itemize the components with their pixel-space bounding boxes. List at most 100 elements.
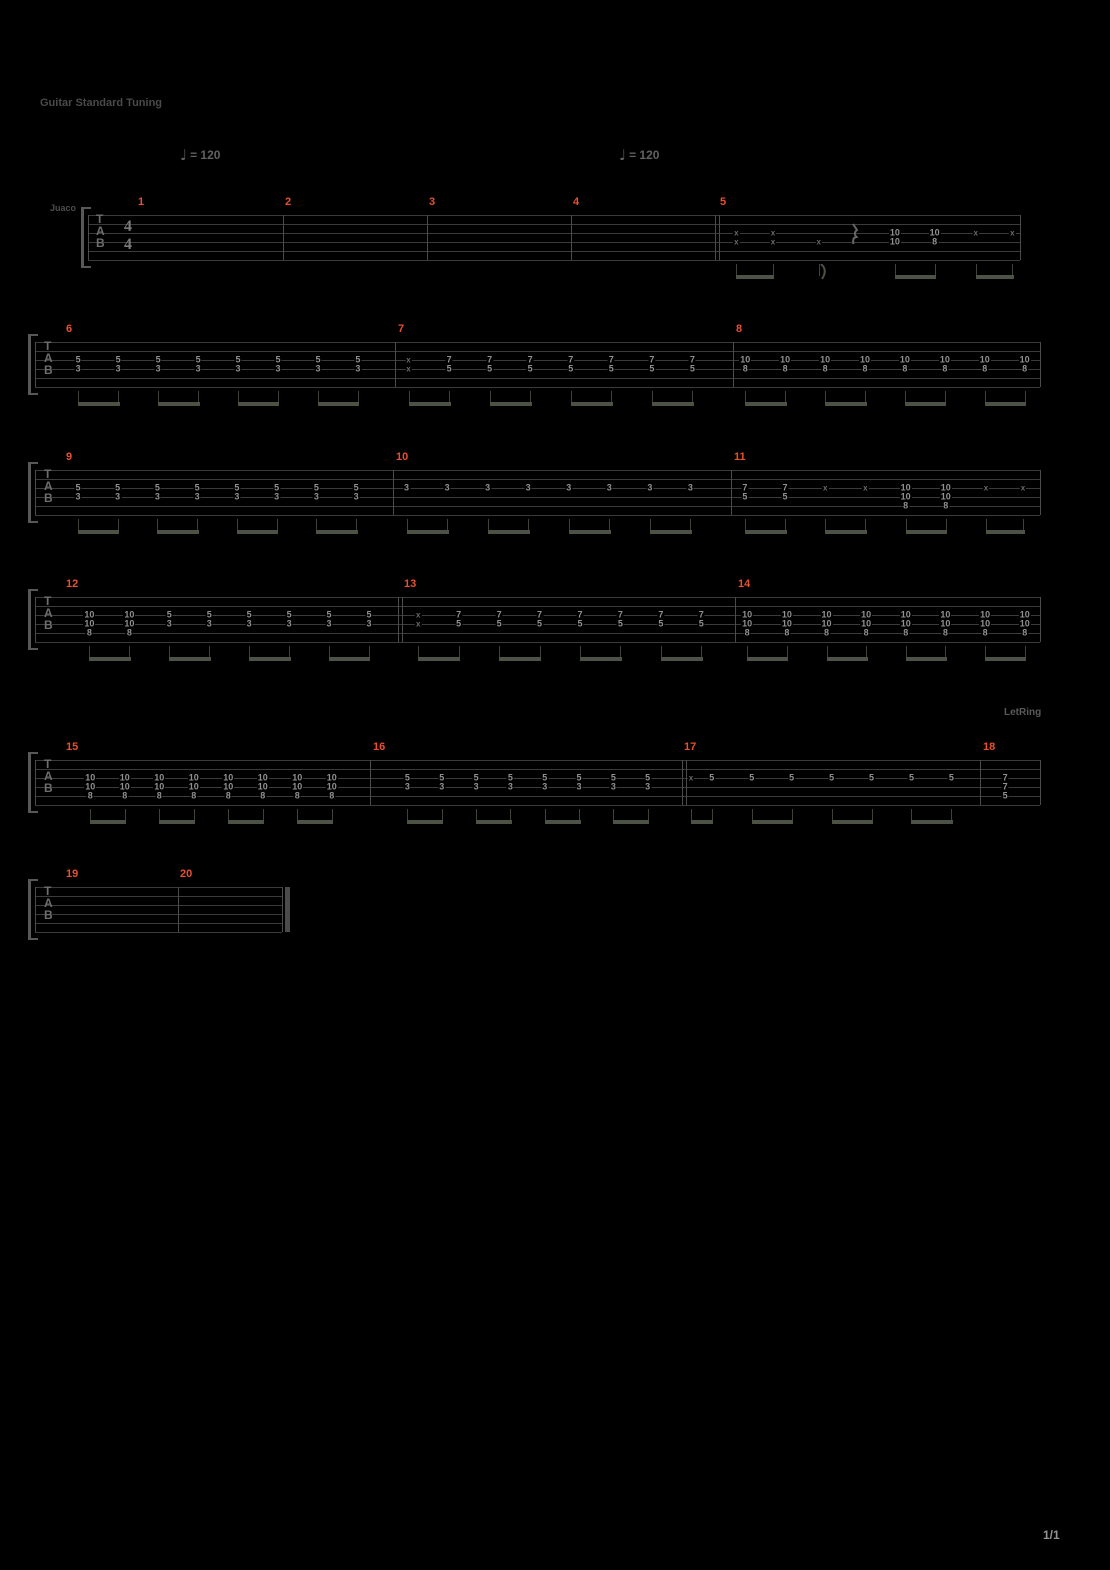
fret-number: 8 [861, 363, 869, 374]
barline [682, 760, 683, 805]
fret-number: 8 [821, 363, 829, 374]
note-stem [785, 391, 787, 403]
fret-number: 3 [193, 491, 201, 502]
fret-number: x [733, 237, 740, 247]
staff-line [35, 914, 282, 915]
fret-number: 5 [314, 354, 322, 365]
note-stem [262, 809, 264, 821]
note-stem [611, 391, 613, 403]
fret-number: 5 [648, 363, 656, 374]
staff-line [35, 378, 1040, 379]
note-stem [747, 646, 749, 658]
note-stem [701, 646, 703, 658]
fret-number: 3 [245, 618, 253, 629]
fret-number: 5 [114, 482, 122, 493]
fret-number: 10 [118, 781, 131, 792]
note-stem [157, 519, 159, 531]
fret-number: 10 [899, 618, 912, 629]
note-stem [951, 809, 953, 821]
tempo-value: = 120 [629, 148, 660, 162]
staff-line [35, 488, 1040, 489]
note-stem [894, 264, 896, 276]
fret-number: 8 [741, 363, 749, 374]
barline [393, 470, 394, 515]
fret-number: 3 [314, 363, 322, 374]
note-stem [539, 646, 541, 658]
fret-number: x [822, 483, 829, 493]
note-stem [945, 646, 947, 658]
note-stem [751, 809, 753, 821]
note-stem [904, 391, 906, 403]
fret-number: 7 [607, 354, 615, 365]
fret-number: 8 [862, 627, 870, 638]
staff-line [35, 887, 282, 888]
beam [228, 820, 265, 824]
tab-clef-letter: B [44, 491, 53, 505]
fret-number: 5 [828, 772, 836, 783]
fret-number: x [414, 619, 422, 629]
barline [178, 887, 179, 932]
beam [487, 530, 530, 534]
fret-number: 5 [245, 609, 253, 620]
staff-line [88, 233, 1020, 234]
fret-number: 7 [648, 354, 656, 365]
fret-number: 3 [234, 363, 242, 374]
fret-number: 10 [888, 227, 901, 238]
fret-number: 10 [928, 227, 941, 238]
staff-line [35, 597, 1040, 598]
note-stem [613, 809, 615, 821]
fret-number: 5 [495, 618, 503, 629]
note-stem [528, 519, 530, 531]
measure-number: 13 [404, 578, 417, 590]
staff-line [35, 923, 282, 924]
note-stem [487, 519, 489, 531]
fret-number: 10 [84, 772, 97, 783]
fret-number: 10 [1018, 354, 1031, 365]
note-stem [159, 809, 161, 821]
fret-number: 3 [575, 781, 583, 792]
barline [35, 342, 36, 387]
fret-number: 5 [312, 482, 320, 493]
staff-line [88, 215, 1020, 216]
measure-number: 4 [573, 196, 580, 208]
fret-number: 7 [741, 482, 749, 493]
fret-number: 8 [743, 627, 751, 638]
note-stem [441, 809, 443, 821]
note-stem [289, 646, 291, 658]
note-stem [118, 391, 120, 403]
measure-number: 16 [373, 741, 386, 753]
fret-number: 5 [445, 363, 453, 374]
barline [571, 215, 572, 260]
fret-number: 7 [567, 354, 575, 365]
note-stem [331, 809, 333, 821]
fret-number: 7 [616, 609, 624, 620]
fret-number: 3 [438, 781, 446, 792]
note-stem [568, 519, 570, 531]
fret-number: 10 [820, 618, 833, 629]
beam [985, 530, 1025, 534]
measure-number: 2 [285, 196, 292, 208]
note-stem [826, 646, 828, 658]
system-bracket [81, 209, 84, 266]
measure-number: 1 [138, 196, 145, 208]
fret-number: 8 [781, 363, 789, 374]
barline [427, 215, 428, 260]
tab-clef-letter: A [44, 606, 53, 620]
fret-number: 7 [697, 609, 705, 620]
barline [1040, 597, 1041, 642]
staff-line [35, 642, 1040, 643]
note-stem [736, 264, 738, 276]
note-stem [934, 264, 936, 276]
tab-clef-letter: B [44, 363, 53, 377]
note-stem [866, 646, 868, 658]
fret-number: 8 [259, 790, 267, 801]
beam [418, 657, 461, 661]
fret-number: 3 [352, 491, 360, 502]
fret-number: 10 [1018, 618, 1031, 629]
fret-number: 5 [541, 772, 549, 783]
measure-number: 7 [398, 323, 405, 335]
system-bracket [28, 464, 31, 521]
fret-number: 7 [781, 482, 789, 493]
fret-number: 3 [605, 482, 613, 493]
